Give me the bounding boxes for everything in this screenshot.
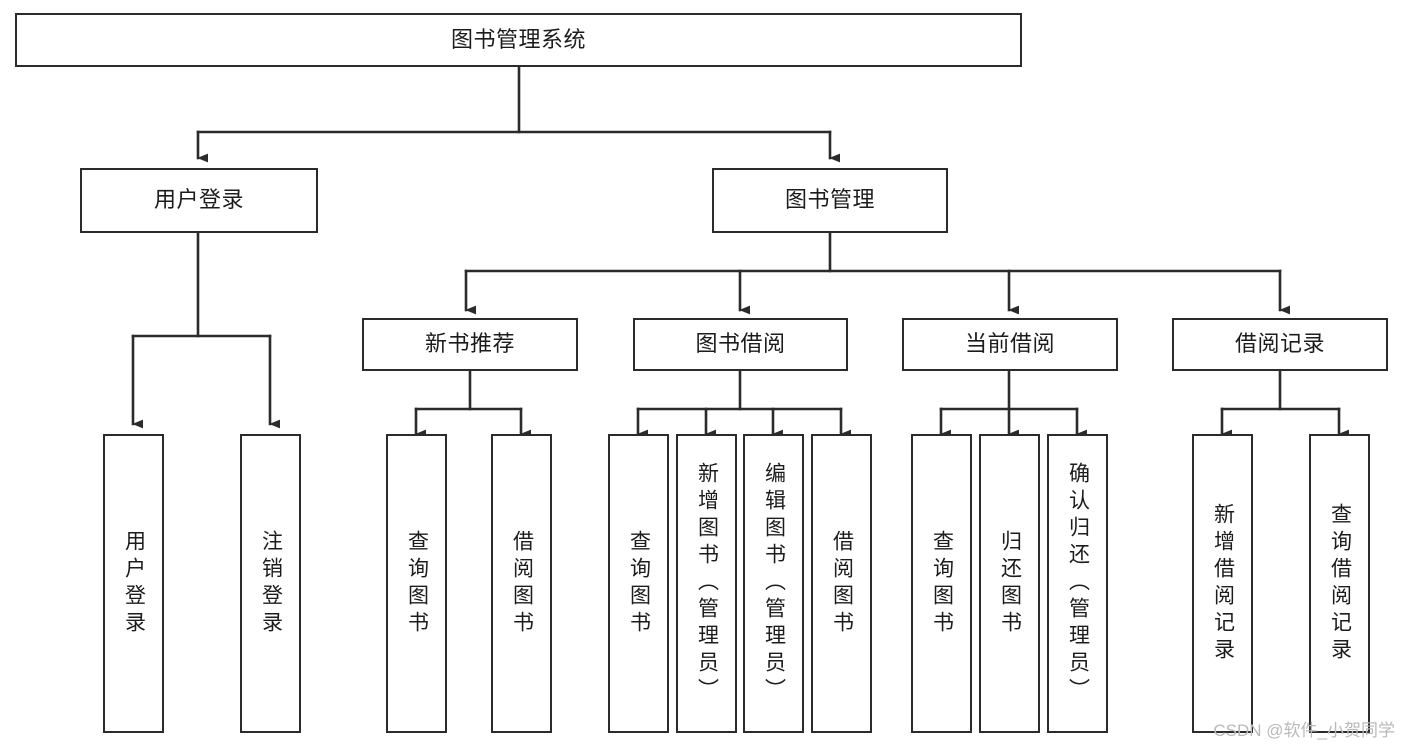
- node-leaf-borrow-book-1-label: 借阅图书: [510, 529, 534, 638]
- node-leaf-confirm-return[interactable]: 确认归还（管理员）: [1047, 434, 1108, 733]
- node-user-login-label: 用户登录: [153, 187, 244, 213]
- node-leaf-user-logout-label: 注销登录: [259, 529, 283, 638]
- node-leaf-query-book-1-label: 查询图书: [405, 529, 429, 638]
- node-book-borrow-label: 图书借阅: [695, 331, 786, 357]
- node-new-book-recommend-label: 新书推荐: [424, 331, 515, 357]
- node-borrow-record-label: 借阅记录: [1234, 331, 1325, 357]
- node-leaf-query-book-2[interactable]: 查询图书: [608, 434, 669, 733]
- node-book-management-label: 图书管理: [784, 187, 875, 213]
- node-leaf-edit-book-label: 编辑图书（管理员）: [762, 462, 786, 705]
- node-leaf-query-book-3-label: 查询图书: [930, 529, 954, 638]
- node-leaf-add-book-label: 新增图书（管理员）: [695, 462, 719, 705]
- node-leaf-edit-book[interactable]: 编辑图书（管理员）: [743, 434, 804, 733]
- node-new-book-recommend[interactable]: 新书推荐: [362, 318, 578, 371]
- node-leaf-user-login-label: 用户登录: [122, 529, 146, 638]
- node-leaf-add-book[interactable]: 新增图书（管理员）: [676, 434, 737, 733]
- node-borrow-record[interactable]: 借阅记录: [1172, 318, 1388, 371]
- node-leaf-add-record-label: 新增借阅记录: [1211, 502, 1235, 665]
- node-current-borrow-label: 当前借阅: [964, 331, 1055, 357]
- node-root-label: 图书管理系统: [450, 26, 586, 52]
- node-leaf-query-book-1[interactable]: 查询图书: [386, 434, 447, 733]
- node-leaf-borrow-book-1[interactable]: 借阅图书: [491, 434, 552, 733]
- node-book-management[interactable]: 图书管理: [712, 168, 948, 233]
- node-leaf-query-record[interactable]: 查询借阅记录: [1309, 434, 1370, 733]
- node-root[interactable]: 图书管理系统: [15, 13, 1022, 67]
- node-leaf-return-book-label: 归还图书: [998, 529, 1022, 638]
- node-leaf-borrow-book-2-label: 借阅图书: [830, 529, 854, 638]
- node-leaf-add-record[interactable]: 新增借阅记录: [1192, 434, 1253, 733]
- node-current-borrow[interactable]: 当前借阅: [902, 318, 1118, 371]
- node-leaf-return-book[interactable]: 归还图书: [979, 434, 1040, 733]
- node-leaf-query-book-2-label: 查询图书: [627, 529, 651, 638]
- csdn-watermark: CSDN @软件_小贺同学: [1213, 721, 1395, 740]
- node-user-login[interactable]: 用户登录: [80, 168, 318, 233]
- node-leaf-query-book-3[interactable]: 查询图书: [911, 434, 972, 733]
- node-leaf-user-logout[interactable]: 注销登录: [240, 434, 301, 733]
- node-leaf-borrow-book-2[interactable]: 借阅图书: [811, 434, 872, 733]
- node-leaf-query-record-label: 查询借阅记录: [1328, 502, 1352, 665]
- node-book-borrow[interactable]: 图书借阅: [633, 318, 848, 371]
- node-leaf-confirm-return-label: 确认归还（管理员）: [1066, 462, 1090, 705]
- node-leaf-user-login[interactable]: 用户登录: [103, 434, 164, 733]
